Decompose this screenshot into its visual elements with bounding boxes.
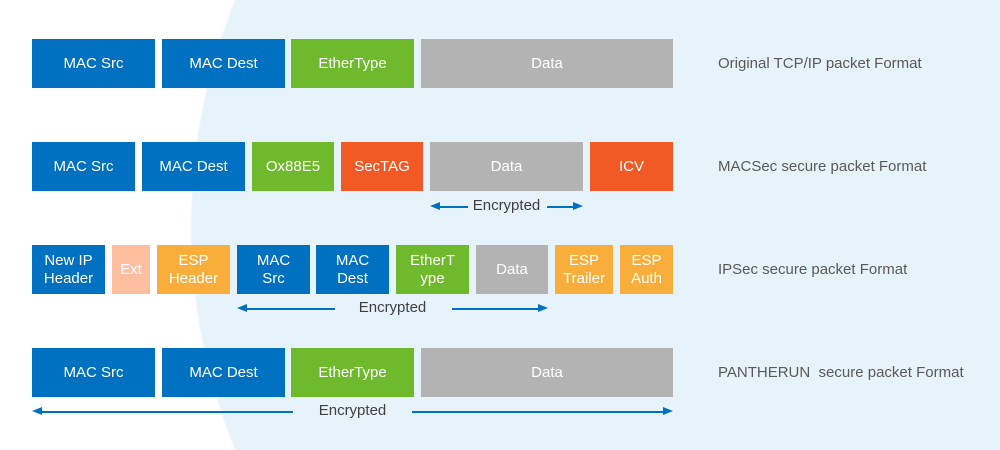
arrow-right-icon bbox=[663, 407, 673, 415]
field-mac-dest: MAC Dest bbox=[142, 142, 245, 191]
encrypted-span-arrow: Encrypted bbox=[430, 197, 583, 215]
arrow-left-icon bbox=[32, 407, 42, 415]
field-sectag: SecTAG bbox=[341, 142, 423, 191]
field-ethertype: EtherT ype bbox=[396, 245, 469, 294]
field-data: Data bbox=[421, 39, 673, 88]
field-ext: Ext bbox=[112, 245, 150, 294]
pantherun-packet-row: MAC Src MAC Dest EtherType Data PANTHERU… bbox=[0, 348, 1000, 397]
arrow-left-icon bbox=[430, 202, 440, 210]
field-esp-auth: ESP Auth bbox=[620, 245, 673, 294]
field-ethertype: EtherType bbox=[291, 348, 414, 397]
encrypted-label: Encrypted bbox=[472, 197, 541, 214]
field-mac-src: MAC Src bbox=[32, 142, 135, 191]
encrypted-span-arrow: Encrypted bbox=[32, 402, 673, 420]
field-data: Data bbox=[421, 348, 673, 397]
arrow-left-icon bbox=[237, 304, 247, 312]
row-label: Original TCP/IP packet Format bbox=[718, 55, 922, 72]
row-label: IPSec secure packet Format bbox=[718, 261, 908, 278]
row-label: PANTHERUN secure packet Format bbox=[718, 364, 964, 381]
field-esp-trailer: ESP Trailer bbox=[555, 245, 613, 294]
field-mac-src: MAC Src bbox=[237, 245, 310, 294]
field-ethertype: EtherType bbox=[291, 39, 414, 88]
encrypted-span-arrow: Encrypted bbox=[237, 299, 548, 317]
original-packet-row: MAC Src MAC Dest EtherType Data Original… bbox=[0, 39, 1000, 88]
field-mac-dest: MAC Dest bbox=[162, 39, 285, 88]
field-data: Data bbox=[430, 142, 583, 191]
field-icv: ICV bbox=[590, 142, 673, 191]
row-label: MACSec secure packet Format bbox=[718, 158, 927, 175]
field-mac-src: MAC Src bbox=[32, 39, 155, 88]
ipsec-packet-row: New IP Header Ext ESP Header MAC Src MAC… bbox=[0, 245, 1000, 294]
encrypted-label: Encrypted bbox=[358, 299, 427, 316]
field-mac-src: MAC Src bbox=[32, 348, 155, 397]
arrow-right-icon bbox=[538, 304, 548, 312]
encrypted-label: Encrypted bbox=[318, 402, 387, 419]
field-mac-dest: MAC Dest bbox=[162, 348, 285, 397]
arrow-right-icon bbox=[573, 202, 583, 210]
field-mac-dest: MAC Dest bbox=[316, 245, 389, 294]
field-esp-header: ESP Header bbox=[157, 245, 230, 294]
macsec-packet-row: MAC Src MAC Dest Ox88E5 SecTAG Data ICV … bbox=[0, 142, 1000, 191]
field-data: Data bbox=[476, 245, 548, 294]
field-ethertype-code: Ox88E5 bbox=[252, 142, 334, 191]
field-new-ip-header: New IP Header bbox=[32, 245, 105, 294]
